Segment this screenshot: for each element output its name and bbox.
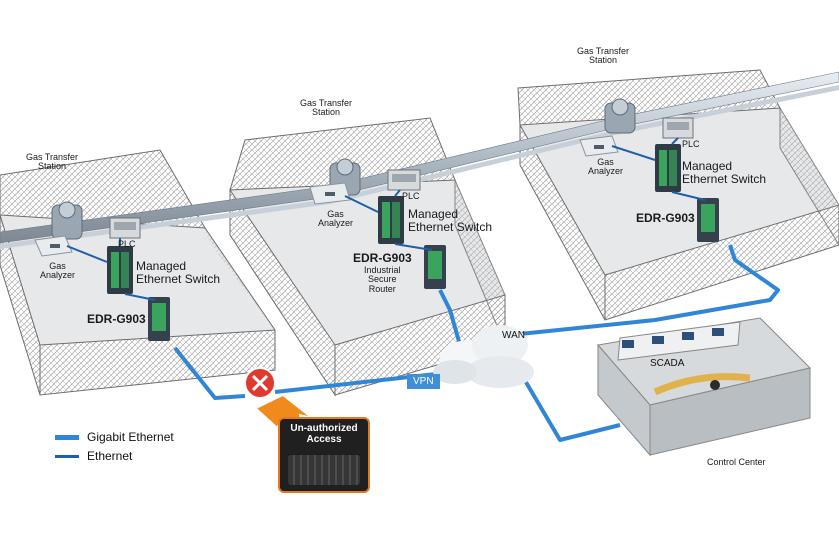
scada-label: SCADA xyxy=(650,358,685,369)
station-1-router-label: EDR-G903 xyxy=(87,312,146,326)
station-3-fence-left xyxy=(519,123,606,321)
station-2-fence-left xyxy=(229,188,336,397)
station-3-switch-label: Managed Ethernet Switch xyxy=(682,159,767,186)
station-1-analyzer-label: Gas Analyzer xyxy=(40,261,76,281)
keyboard-icon xyxy=(288,455,360,485)
link-router2-to-wan xyxy=(438,289,462,346)
station-1-plc-label: PLC xyxy=(118,239,136,249)
station-2-analyzer-label: Gas Analyzer xyxy=(318,209,354,229)
legend-ethernet: Ethernet xyxy=(55,449,132,463)
station-2-router-label: EDR-G903 xyxy=(353,251,412,265)
station-3-fence-right xyxy=(779,106,839,246)
vpn-tag: VPN xyxy=(407,374,440,389)
plc-2 xyxy=(387,169,421,191)
station-2-router-description: Industrial Secure Router xyxy=(364,265,401,294)
station-1-title: Gas Transfer Station xyxy=(26,152,79,172)
station-3-plc-label: PLC xyxy=(682,139,700,149)
gas-analyzer-3 xyxy=(579,135,619,157)
unauthorized-access-label: Un-authorized Access xyxy=(290,423,358,445)
legend-gigabit-ethernet: Gigabit Ethernet xyxy=(55,430,174,444)
edr-g903-router-1 xyxy=(148,297,170,341)
station-2-switch-label: Managed Ethernet Switch xyxy=(408,207,493,234)
plc-3 xyxy=(662,117,694,139)
managed-switch-2 xyxy=(378,196,404,244)
control-center-label: Control Center xyxy=(707,457,766,467)
station-3-router-label: EDR-G903 xyxy=(636,211,695,225)
gas-analyzer-1 xyxy=(34,235,73,257)
unauthorized-access-panel: Un-authorized Access xyxy=(278,417,370,493)
link-router1-to-breach xyxy=(173,346,246,400)
station-1-fence-left xyxy=(0,214,41,396)
link-wan-to-control xyxy=(518,370,621,442)
station-3-title: Gas Transfer Station xyxy=(577,46,630,66)
station-3-analyzer-label: Gas Analyzer xyxy=(588,157,624,177)
ethernet-links xyxy=(66,137,706,301)
edr-g903-router-2 xyxy=(424,245,446,289)
edr-g903-router-3 xyxy=(697,198,719,242)
ethernet-swatch xyxy=(55,454,79,458)
gigabit-ethernet-swatch xyxy=(55,434,79,440)
legend-ethernet-label: Ethernet xyxy=(87,449,133,463)
gas-analyzer-2 xyxy=(309,182,351,205)
managed-switch-3 xyxy=(655,144,681,192)
legend-gigabit-label: Gigabit Ethernet xyxy=(87,430,174,444)
station-1-switch-label: Managed Ethernet Switch xyxy=(136,259,221,286)
pipe-valve-3 xyxy=(604,98,636,134)
station-2-title: Gas Transfer Station xyxy=(300,98,353,118)
managed-switch-1 xyxy=(107,246,133,294)
station-2-floor xyxy=(230,180,505,345)
blocked-access-icon xyxy=(244,367,276,399)
control-center-room xyxy=(597,317,811,457)
wan-label: WAN xyxy=(502,330,525,341)
station-2 xyxy=(229,117,506,397)
pipe-valve-1 xyxy=(51,201,83,240)
link-wan-to-router3 xyxy=(509,244,780,337)
plc-1 xyxy=(109,217,141,239)
station-2-plc-label: PLC xyxy=(402,191,420,201)
wan-cloud xyxy=(433,325,534,388)
gas-pipeline xyxy=(0,71,839,249)
